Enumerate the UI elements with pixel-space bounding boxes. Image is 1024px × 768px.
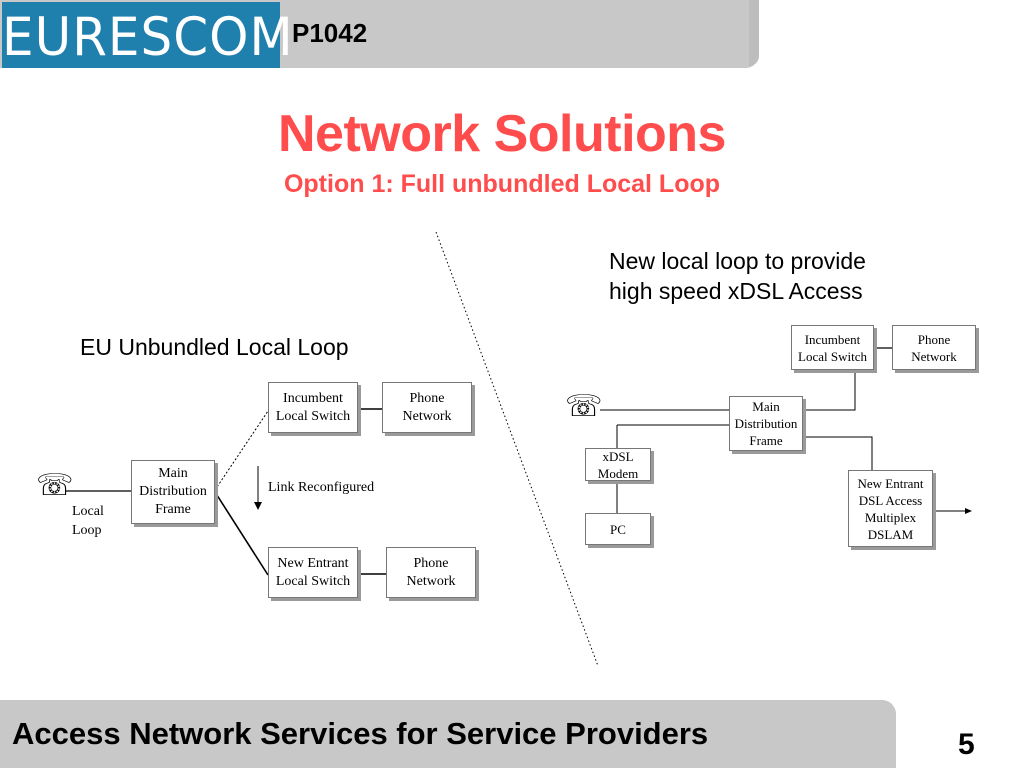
left-phone-network-bottom-box: Phone Network bbox=[386, 547, 476, 598]
dslam-box: New Entrant DSL Access Multiplex DSLAM bbox=[848, 470, 933, 547]
divider-line bbox=[435, 231, 599, 667]
logo-text: EURESCOM bbox=[2, 6, 294, 68]
left-incumbent-switch-box: Incumbent Local Switch bbox=[268, 382, 358, 433]
pc-box: PC bbox=[585, 513, 651, 545]
slide-title: Network Solutions bbox=[278, 105, 726, 163]
mdf-to-new-entrant-line bbox=[214, 491, 269, 576]
local-loop-label: Local Loop bbox=[72, 504, 104, 538]
link-arrow-head bbox=[254, 502, 262, 510]
left-heading: EU Unbundled Local Loop bbox=[80, 334, 349, 360]
mdf-to-incumbent-dotted bbox=[214, 410, 269, 491]
page-number: 5 bbox=[958, 728, 975, 761]
telephone-icon: ☏ bbox=[36, 469, 74, 502]
eurescom-logo: EURESCOM bbox=[2, 2, 294, 68]
project-code: P1042 bbox=[292, 18, 368, 48]
slide-subtitle: Option 1: Full unbundled Local Loop bbox=[283, 170, 721, 198]
incumbent-to-mdf-right bbox=[803, 370, 856, 411]
left-mdf-box: Main Distribution Frame bbox=[131, 460, 215, 524]
right-telephone-icon: ☏ bbox=[565, 390, 603, 423]
footer-text: Access Network Services for Service Prov… bbox=[12, 716, 709, 751]
right-mdf-box: Main Distribution Frame bbox=[729, 396, 803, 451]
right-phone-network-box: Phone Network bbox=[892, 325, 976, 370]
right-incumbent-switch-box: Incumbent Local Switch bbox=[791, 325, 874, 370]
right-heading-line1: New local loop to provide bbox=[609, 248, 866, 274]
dslam-out-arrow bbox=[965, 508, 972, 514]
left-new-entrant-switch-box: New Entrant Local Switch bbox=[268, 547, 358, 598]
xdsl-modem-box: xDSL Modem bbox=[585, 448, 651, 481]
link-reconfigured-label: Link Reconfigured bbox=[268, 480, 375, 495]
mdf-to-dslam-line bbox=[803, 436, 873, 470]
left-phone-network-top-box: Phone Network bbox=[382, 382, 472, 433]
right-heading-line2: high speed xDSL Access bbox=[609, 278, 863, 304]
footer-bar bbox=[0, 700, 896, 768]
